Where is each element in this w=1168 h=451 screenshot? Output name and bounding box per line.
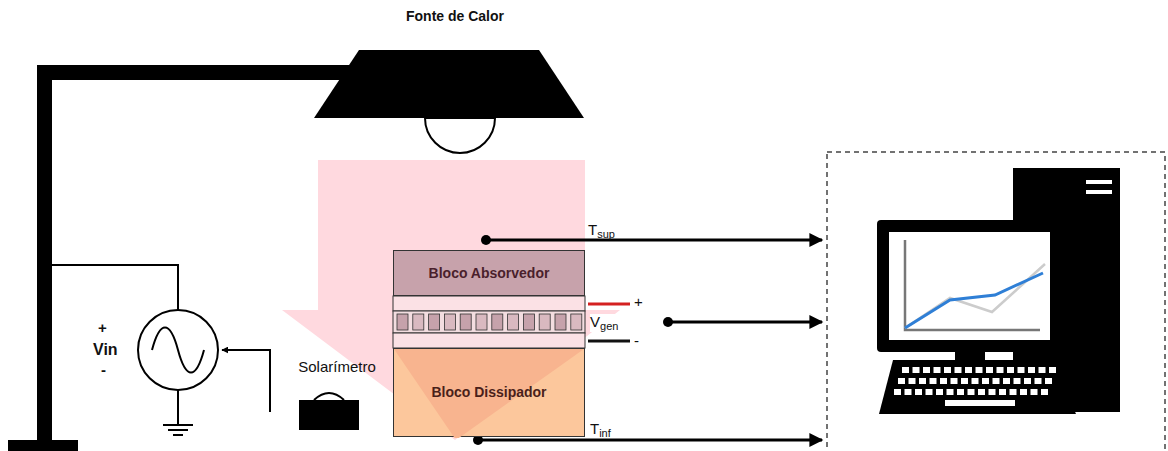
signal-name: Tsup: [588, 222, 615, 240]
polarity-mark: -: [634, 333, 639, 348]
key: [1035, 378, 1042, 384]
computer-region: [827, 152, 1165, 451]
heat-source-lamp: Fonte de Calor: [294, 2, 616, 160]
solarimeter-wire: [222, 350, 270, 412]
computer: [877, 168, 1120, 414]
key: [919, 378, 926, 384]
polarity-mark: -: [101, 362, 106, 377]
pellet: [413, 314, 424, 330]
signal-name: Vin: [93, 342, 118, 358]
polarity-mark: +: [634, 294, 643, 309]
negative-lead: [588, 340, 630, 343]
key: [944, 367, 951, 373]
pellet: [555, 314, 566, 330]
key: [945, 400, 1015, 406]
key: [1039, 367, 1046, 373]
key: [1010, 389, 1017, 395]
key: [997, 367, 1004, 373]
node-label: Solarímetro: [270, 358, 404, 375]
key: [934, 367, 941, 373]
key: [913, 367, 920, 373]
key: [923, 367, 930, 373]
key: [955, 367, 962, 373]
pellet: [539, 314, 550, 330]
key: [1049, 367, 1056, 373]
key: [1018, 367, 1025, 373]
key: [1045, 378, 1052, 384]
key: [940, 378, 947, 384]
key: [993, 378, 1000, 384]
key: [926, 389, 933, 395]
key: [1028, 367, 1035, 373]
key: [947, 389, 954, 395]
key: [1020, 389, 1027, 395]
pellet: [460, 314, 471, 330]
heat-arrow: [282, 160, 620, 440]
key: [999, 389, 1006, 395]
key: [951, 378, 958, 384]
node-label: Bloco Absorvedor: [429, 265, 550, 281]
pellet: [429, 314, 440, 330]
key: [1007, 367, 1014, 373]
key: [972, 378, 979, 384]
pellet: [508, 314, 519, 330]
key: [965, 367, 972, 373]
key: [902, 367, 909, 373]
key: [986, 367, 993, 373]
pellet: [397, 314, 408, 330]
pellet: [523, 314, 534, 330]
key: [1031, 389, 1038, 395]
key: [915, 389, 922, 395]
heatsink-block: Bloco Dissipador: [393, 348, 585, 437]
key: [894, 389, 901, 395]
pellet: [492, 314, 503, 330]
key: [1024, 378, 1031, 384]
signal-name: Vgen: [590, 314, 618, 332]
pellet: [476, 314, 487, 330]
polarity-mark: +: [98, 320, 107, 335]
node-label: Fonte de Calor: [294, 8, 616, 24]
pellet: [571, 314, 582, 330]
key: [1014, 378, 1021, 384]
key: [898, 378, 905, 384]
key: [982, 378, 989, 384]
key: [909, 378, 916, 384]
solarimeter: Solarímetro: [270, 356, 404, 436]
key: [905, 389, 912, 395]
key: [976, 367, 983, 373]
key: [961, 378, 968, 384]
ac-source: [52, 265, 218, 435]
lamp-stand: [8, 65, 377, 451]
lamp-shape: [294, 2, 604, 160]
key: [1003, 378, 1010, 384]
key: [968, 389, 975, 395]
absorber-block: Bloco Absorvedor: [393, 250, 585, 296]
signal-name: Tinf: [590, 421, 611, 439]
positive-lead: [588, 303, 630, 306]
key: [1041, 389, 1048, 395]
pellet: [444, 314, 455, 330]
thermoelectric-module: [393, 296, 585, 348]
node-label: Bloco Dissipador: [431, 384, 546, 400]
key: [957, 389, 964, 395]
key: [978, 389, 985, 395]
key: [936, 389, 943, 395]
key: [930, 378, 937, 384]
key: [989, 389, 996, 395]
